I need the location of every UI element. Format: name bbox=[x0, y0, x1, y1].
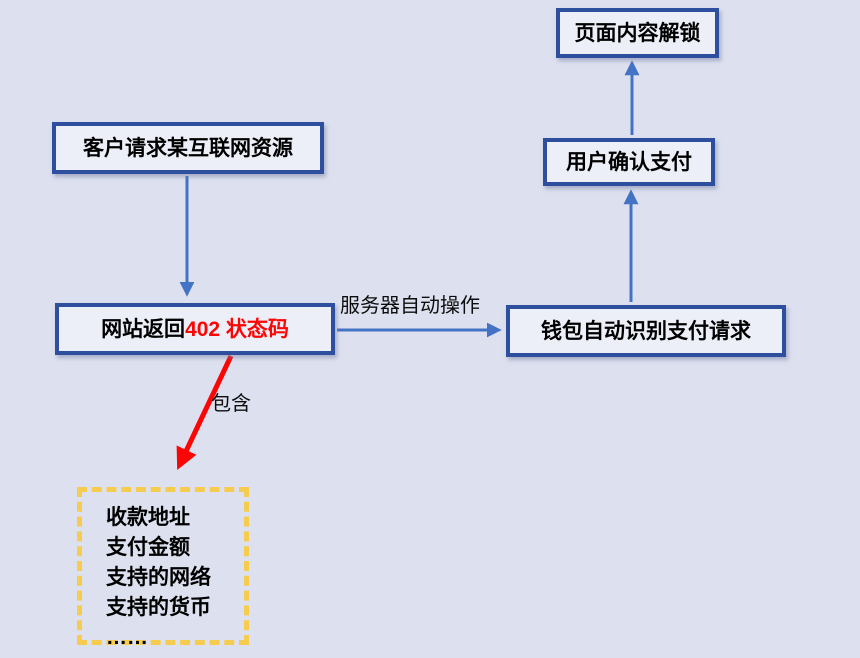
node-402-response-highlight: 402 状态码 bbox=[185, 317, 289, 341]
edge-label-server-auto: 服务器自动操作 bbox=[340, 295, 480, 317]
node-402-response-prefix: 网站返回 bbox=[101, 317, 186, 341]
node-user-confirm: 用户确认支付 bbox=[543, 138, 715, 186]
payload-item-address: 收款地址 bbox=[106, 506, 190, 529]
node-wallet-detect-label: 钱包自动识别支付请求 bbox=[541, 319, 751, 343]
edge-label-contains: 包含 bbox=[211, 393, 251, 415]
node-wallet-detect: 钱包自动识别支付请求 bbox=[506, 305, 786, 357]
payload-item-amount: 支付金额 bbox=[106, 536, 190, 559]
node-page-unlock: 页面内容解锁 bbox=[556, 8, 719, 58]
payload-item-networks: 支持的网络 bbox=[106, 566, 211, 589]
payload-item-ellipsis: …… bbox=[106, 626, 148, 649]
node-402-response: 网站返回 402 状态码 bbox=[55, 303, 335, 355]
payload-item-currencies: 支持的货币 bbox=[106, 596, 211, 619]
payload-details-box: 收款地址 支付金额 支持的网络 支持的货币 …… bbox=[77, 487, 249, 649]
node-client-request: 客户请求某互联网资源 bbox=[52, 122, 324, 174]
node-user-confirm-label: 用户确认支付 bbox=[566, 150, 692, 174]
node-client-request-label: 客户请求某互联网资源 bbox=[83, 136, 293, 160]
node-page-unlock-label: 页面内容解锁 bbox=[574, 21, 701, 45]
